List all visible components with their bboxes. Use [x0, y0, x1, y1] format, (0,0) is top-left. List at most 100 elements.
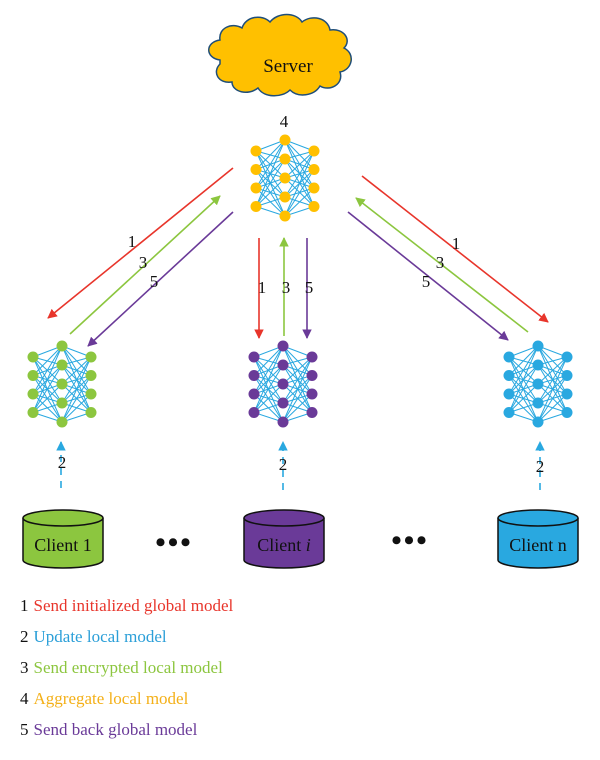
network-edge [32, 345, 63, 395]
network-node [561, 351, 573, 363]
network-edge [508, 383, 539, 413]
network-node [561, 388, 573, 400]
network-edge [537, 375, 568, 423]
network-node [56, 416, 68, 428]
network-edge [508, 345, 539, 395]
network-node [56, 397, 68, 409]
network-edge [282, 356, 313, 385]
network-node [277, 416, 289, 428]
network-edge [255, 139, 286, 170]
arrow-send-init-client-n [361, 175, 549, 323]
client-i-label: Client i [257, 535, 311, 555]
step-1-label-right: 1 [452, 234, 461, 253]
client-1-network-icon [27, 340, 97, 428]
legend-text: Aggregate local model [33, 689, 189, 708]
network-edge [284, 150, 315, 217]
arrow-send-back-client-1 [87, 211, 234, 347]
step-5-label-mid: 5 [305, 278, 314, 297]
network-node [503, 370, 515, 381]
network-edge [61, 375, 92, 423]
network-edge [255, 139, 286, 189]
network-node [561, 370, 573, 381]
network-edge [253, 345, 284, 376]
step-2-label-client-i: 2 [279, 455, 288, 474]
network-edge [508, 364, 539, 413]
network-node [308, 182, 320, 194]
network-edge [32, 345, 63, 413]
network-node [250, 164, 262, 175]
legend-num: 4 [20, 689, 29, 708]
ellipsis-right: ••• [391, 524, 429, 557]
network-node [277, 359, 289, 371]
network-edge [537, 356, 568, 423]
network-node [308, 145, 320, 157]
network-node [85, 351, 97, 363]
network-edge [61, 393, 92, 423]
network-edge [61, 356, 92, 385]
step-3-label-mid: 3 [282, 278, 291, 297]
federated-learning-diagram: Server 4 1 3 5 1 3 5 1 3 5 2 2 2 Client … [22, 13, 579, 569]
network-node [308, 201, 320, 212]
network-node [279, 153, 291, 165]
network-node [532, 340, 544, 352]
network-edge [284, 150, 315, 179]
network-node [85, 388, 97, 400]
arrow-send-init-client-1 [47, 167, 234, 319]
client-i-network-icon [248, 340, 318, 428]
network-node [279, 172, 291, 184]
network-edge [255, 139, 286, 207]
network-edge [282, 375, 313, 423]
network-node [503, 388, 515, 400]
network-node [250, 201, 262, 212]
network-edge [61, 356, 92, 404]
step-3-label-right: 3 [436, 253, 445, 272]
network-edge [537, 393, 568, 423]
client-1-label: Client 1 [34, 535, 92, 555]
legend-text: Send back global model [33, 720, 198, 739]
network-node [85, 370, 97, 381]
network-node [532, 416, 544, 428]
server-network-icon [250, 134, 320, 222]
network-edge [282, 356, 313, 404]
network-node [308, 164, 320, 175]
step-5-label-left: 5 [150, 272, 159, 291]
network-edge [32, 383, 63, 413]
network-node [277, 397, 289, 409]
network-node [85, 407, 97, 418]
server-label: Server [263, 56, 313, 77]
network-node [279, 191, 291, 203]
network-node [277, 340, 289, 352]
network-edge [537, 356, 568, 385]
network-edge [282, 356, 313, 423]
arrow-encrypted-client-n [355, 197, 529, 333]
step-5-label-right: 5 [422, 272, 431, 291]
ellipsis-left: ••• [155, 526, 193, 559]
network-node [27, 407, 39, 418]
network-edge [253, 345, 284, 413]
network-edge [255, 158, 286, 207]
network-node [532, 378, 544, 390]
network-edge [32, 345, 63, 376]
legend-text: Send initialized global model [33, 596, 234, 615]
network-node [27, 388, 39, 400]
network-edge [284, 150, 315, 198]
legend-num: 1 [20, 596, 29, 615]
network-node [503, 407, 515, 418]
network-edge [537, 356, 568, 404]
step-2-label-client-n: 2 [536, 457, 545, 476]
network-node [56, 378, 68, 390]
client-n-database: Client n [497, 509, 579, 569]
network-edge [61, 356, 92, 423]
network-node [248, 407, 260, 418]
step-1-label-mid: 1 [258, 278, 267, 297]
network-node [306, 407, 318, 418]
legend-num: 2 [20, 627, 29, 646]
network-edge [282, 393, 313, 423]
step-1-label-left: 1 [128, 232, 137, 251]
network-node [248, 388, 260, 400]
